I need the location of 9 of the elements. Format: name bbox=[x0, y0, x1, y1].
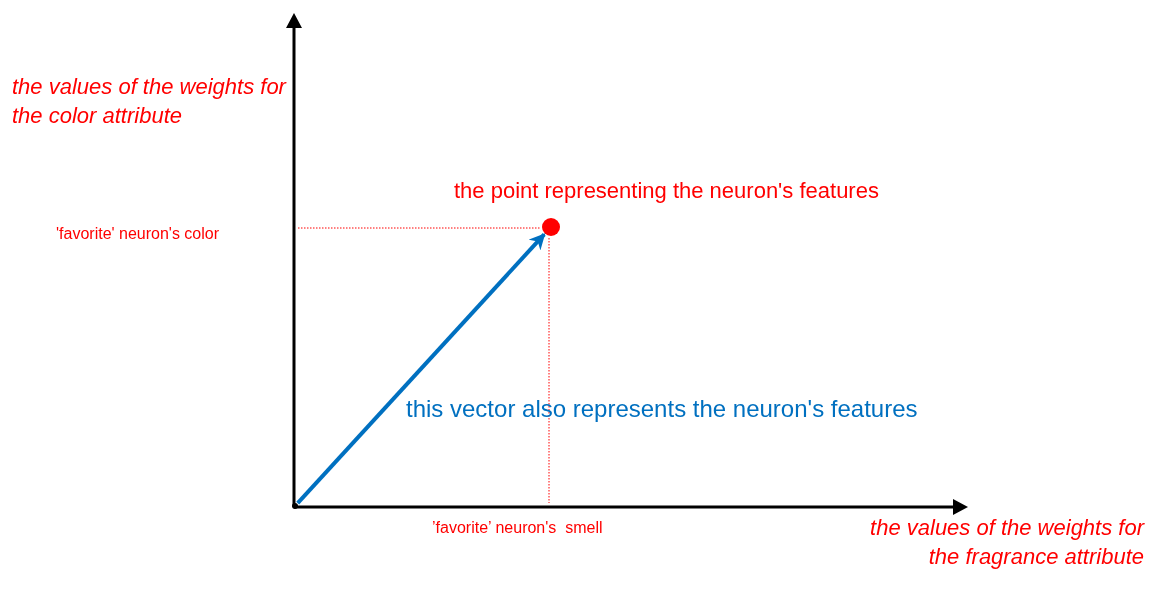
vector-label: this vector also represents the neuron's features bbox=[406, 394, 918, 424]
axis-title: the values of the weights for the color attribute bbox=[12, 73, 288, 130]
axis-title: the values of the weights for the fragrance attribute bbox=[869, 514, 1144, 571]
vector-arrow bbox=[296, 233, 546, 505]
point-label: the point representing the neuron's features bbox=[454, 177, 879, 206]
tick-label: 'favorite' neuron's color bbox=[56, 224, 220, 244]
data-point bbox=[542, 218, 560, 236]
origin-point bbox=[292, 503, 298, 509]
tick-label: ’favorite’ neuron's smell bbox=[432, 518, 603, 538]
